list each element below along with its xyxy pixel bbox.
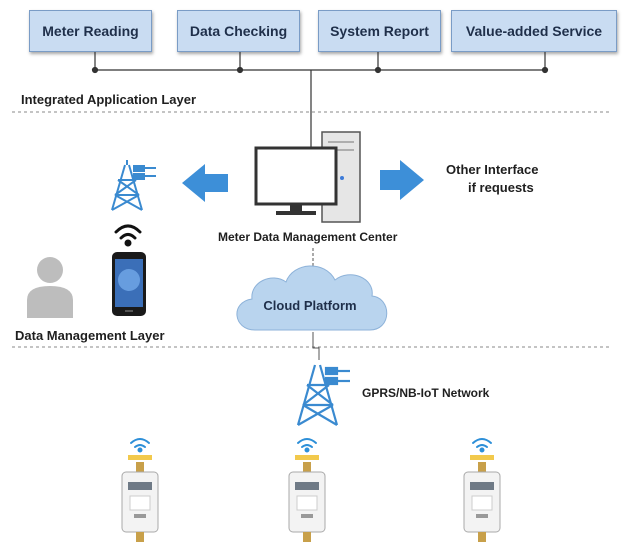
other-interface-label: Other Interface (446, 162, 539, 177)
value-added-service-box: Value-added Service (451, 10, 617, 52)
meter-data-management-center-label: Meter Data Management Center (218, 230, 398, 244)
meter-3 (463, 438, 501, 542)
left-arrow-icon (182, 164, 228, 202)
user-avatar-icon (27, 257, 73, 318)
if-requests-label: if requests (468, 180, 534, 195)
data-management-layer-label: Data Management Layer (15, 328, 165, 343)
smartphone-icon (112, 252, 146, 316)
integrated-application-layer-label: Integrated Application Layer (21, 92, 197, 107)
gprs-tower-icon (296, 364, 350, 426)
data-checking-box: Data Checking (177, 10, 300, 52)
meter-wifi-icon (130, 438, 150, 453)
cell-tower-icon (111, 160, 156, 211)
application-bus (91, 52, 549, 150)
meter-reading-box: Meter Reading (29, 10, 152, 52)
right-arrow-icon (380, 160, 424, 200)
meter-wifi-icon (297, 438, 317, 453)
cloud-tower-link (312, 332, 320, 360)
meter-wifi-icon (472, 438, 492, 453)
meter-2 (288, 438, 326, 542)
meter-1 (121, 438, 159, 542)
wifi-icon (114, 224, 142, 247)
cloud-platform-shape (236, 265, 388, 331)
computer-icon (254, 131, 361, 223)
gprs-network-label: GPRS/NB-IoT Network (362, 386, 490, 400)
cloud-platform-label: Cloud Platform (263, 298, 357, 313)
system-report-box: System Report (318, 10, 441, 52)
